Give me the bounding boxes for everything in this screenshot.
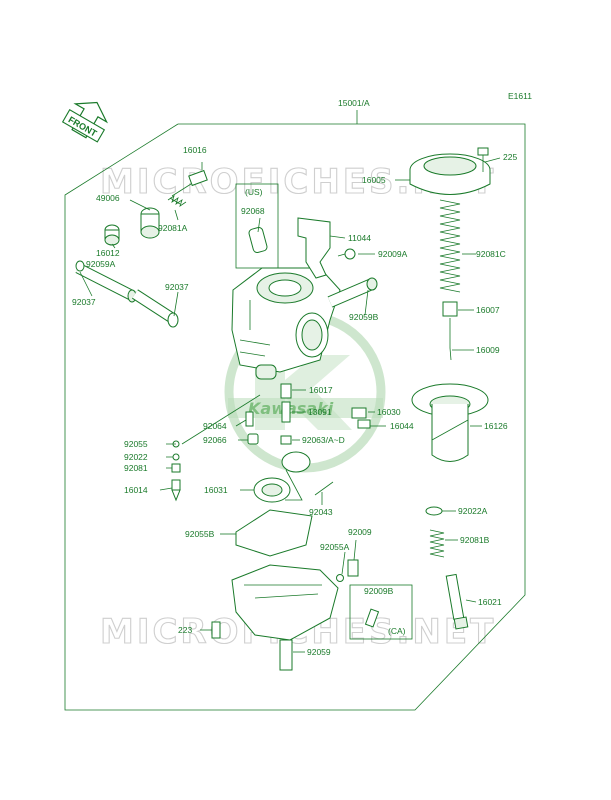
part-11044 (297, 217, 331, 279)
part-92055A (336, 574, 344, 582)
callout-16009: 16009 (476, 345, 500, 355)
part-16126 (411, 383, 489, 462)
float-bowl (231, 564, 339, 641)
callout-92022: 92022 (124, 452, 148, 462)
part-223 (211, 621, 221, 639)
callout-92009B: 92009B (364, 586, 394, 596)
callout-92066: 92066 (203, 435, 227, 445)
part-92081 (171, 463, 181, 473)
kawasaki-logo-watermark: Kawasaki (224, 311, 386, 473)
callout-13091: 13091 (308, 407, 332, 417)
callout-92059: 92059 (307, 647, 331, 657)
leader-lines (79, 157, 501, 653)
callout-16012: 16012 (96, 248, 120, 258)
callout-223: 223 (178, 625, 192, 635)
part-92063 (280, 435, 292, 445)
callout-92009A: 92009A (378, 249, 408, 259)
callout-labels: 16016 225 16005 49006 92068 92081A 11044… (72, 145, 517, 657)
callout-92055B: 92055B (185, 529, 215, 539)
part-92022 (172, 453, 180, 461)
callout-92068: 92068 (241, 206, 265, 216)
callout-16005: 16005 (362, 175, 386, 185)
callout-16016: 16016 (183, 145, 207, 155)
us-variant-box (235, 183, 279, 269)
part-92081C (439, 199, 461, 293)
part-49006 (140, 207, 160, 239)
callout-92063: 92063/A~D (302, 435, 345, 445)
callout-16031: 16031 (204, 485, 228, 495)
part-92037 (75, 260, 179, 328)
callout-16014: 16014 (124, 485, 148, 495)
callout-92043: 92043 (309, 507, 333, 517)
part-92009B (364, 608, 380, 628)
part-16005 (409, 153, 491, 195)
assembly-number: 15001/A (338, 98, 370, 108)
part-92059 (279, 639, 293, 671)
callout-16126: 16126 (484, 421, 508, 431)
part-92055B (235, 509, 313, 557)
part-16044 (357, 419, 371, 429)
part-16007 (442, 301, 458, 317)
callout-92081C: 92081C (476, 249, 506, 259)
assembly-frame (64, 123, 526, 711)
callout-16007: 16007 (476, 305, 500, 315)
part-16014 (171, 479, 181, 502)
label-ca: (CA) (388, 626, 406, 636)
carburetor-body (231, 267, 341, 380)
callout-92022A: 92022A (458, 506, 488, 516)
callout-16017: 16017 (309, 385, 333, 395)
diagram-code: E1611 (508, 91, 532, 101)
part-13091 (281, 401, 291, 423)
part-16012 (104, 224, 120, 246)
callout-92081A: 92081A (158, 223, 188, 233)
part-16017 (280, 383, 292, 399)
logo-text: Kawasaki (248, 399, 334, 418)
part-92022A (425, 506, 443, 516)
part-92066 (247, 433, 259, 445)
part-92009A (337, 248, 356, 260)
part-16030 (351, 407, 367, 419)
callout-49006: 49006 (96, 193, 120, 203)
part-16009 (449, 318, 452, 361)
part-16031 (253, 451, 311, 503)
part-92059B (327, 277, 378, 308)
callout-92037-left: 92037 (72, 297, 96, 307)
callout-92037-right: 92037 (165, 282, 189, 292)
label-us: (US) (245, 187, 263, 197)
ca-variant-box (349, 584, 413, 640)
part-92064 (245, 411, 254, 427)
part-16016 (169, 169, 208, 205)
callout-92059B: 92059B (349, 312, 379, 322)
callout-16030: 16030 (377, 407, 401, 417)
part-16021 (445, 573, 469, 630)
callout-16021: 16021 (478, 597, 502, 607)
callout-92059A: 92059A (86, 259, 116, 269)
callout-92055: 92055 (124, 439, 148, 449)
callout-92009: 92009 (348, 527, 372, 537)
part-225 (477, 147, 489, 172)
part-92068 (248, 226, 268, 254)
callout-16044: 16044 (390, 421, 414, 431)
front-arrow-icon: FRONT (61, 101, 109, 143)
callout-11044: 11044 (348, 233, 371, 243)
callout-225: 225 (503, 152, 517, 162)
part-92081B (429, 529, 445, 558)
callout-92081: 92081 (124, 463, 148, 473)
part-92081A (167, 195, 187, 207)
part-92043 (314, 481, 334, 496)
callout-92064: 92064 (203, 421, 227, 431)
part-92009 (347, 559, 359, 577)
callout-92081B: 92081B (460, 535, 490, 545)
callout-92055A: 92055A (320, 542, 350, 552)
